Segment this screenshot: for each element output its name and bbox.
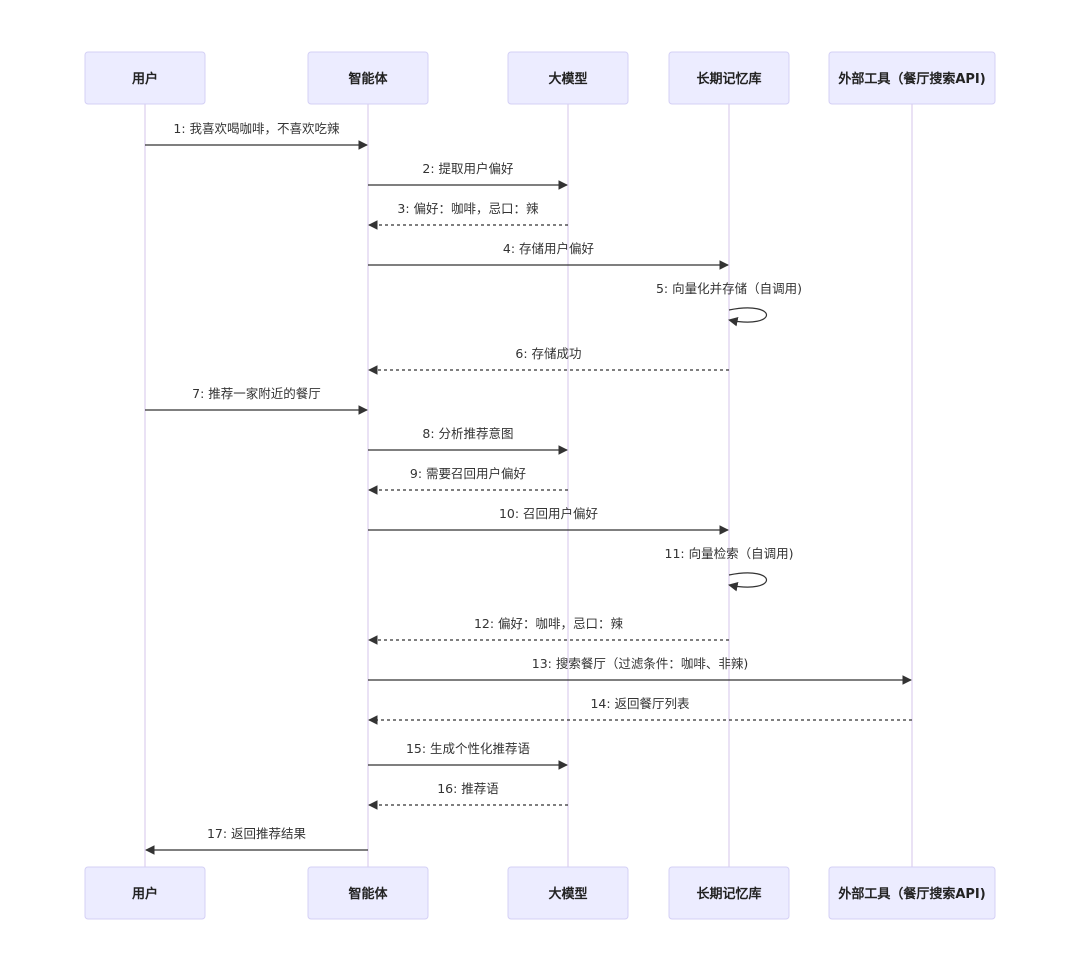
message-label: 16: 推荐语 (437, 781, 499, 796)
message-11: 11: 向量检索（自调用) (665, 546, 794, 592)
message-9: 9: 需要召回用户偏好 (368, 466, 568, 495)
actor-label: 外部工具（餐厅搜索API) (837, 71, 985, 87)
message-label: 14: 返回餐厅列表 (590, 696, 690, 711)
message-8: 8: 分析推荐意图 (368, 426, 568, 455)
message-14: 14: 返回餐厅列表 (368, 696, 912, 725)
actor-agent-top: 智能体 (307, 51, 429, 105)
message-13: 13: 搜索餐厅（过滤条件：咖啡、非辣) (368, 656, 912, 685)
message-3: 3: 偏好：咖啡，忌口：辣 (368, 201, 568, 230)
actor-user-top: 用户 (84, 51, 206, 105)
message-label: 8: 分析推荐意图 (422, 426, 513, 441)
message-label: 4: 存储用户偏好 (503, 241, 594, 256)
message-16: 16: 推荐语 (368, 781, 568, 810)
message-label: 9: 需要召回用户偏好 (410, 466, 526, 481)
message-label: 3: 偏好：咖啡，忌口：辣 (397, 201, 539, 216)
message-5: 5: 向量化并存储（自调用) (656, 281, 802, 327)
message-15: 15: 生成个性化推荐语 (368, 741, 568, 770)
message-10: 10: 召回用户偏好 (368, 506, 729, 535)
actor-box (84, 51, 206, 105)
message-label: 17: 返回推荐结果 (207, 826, 307, 841)
actor-box (828, 866, 996, 920)
actor-label: 用户 (131, 886, 158, 902)
actor-label: 智能体 (348, 886, 388, 902)
message-6: 6: 存储成功 (368, 346, 729, 375)
self-call-arrow (728, 572, 768, 592)
actor-label: 智能体 (348, 71, 388, 87)
actor-tool-top: 外部工具（餐厅搜索API) (828, 51, 996, 105)
actor-agent-bottom: 智能体 (307, 866, 429, 920)
actor-box (668, 866, 790, 920)
actor-label: 外部工具（餐厅搜索API) (837, 886, 985, 902)
message-label: 15: 生成个性化推荐语 (406, 741, 530, 756)
actor-label: 大模型 (548, 71, 587, 87)
message-2: 2: 提取用户偏好 (368, 161, 568, 190)
message-label: 11: 向量检索（自调用) (665, 546, 794, 561)
actor-box (84, 866, 206, 920)
message-12: 12: 偏好：咖啡，忌口：辣 (368, 616, 729, 645)
message-label: 5: 向量化并存储（自调用) (656, 281, 802, 296)
actor-llm-bottom: 大模型 (507, 866, 629, 920)
message-label: 12: 偏好：咖啡，忌口：辣 (474, 616, 624, 631)
message-4: 4: 存储用户偏好 (368, 241, 729, 270)
actor-box (507, 866, 629, 920)
actor-box (828, 51, 996, 105)
message-17: 17: 返回推荐结果 (145, 826, 368, 855)
actor-tool-bottom: 外部工具（餐厅搜索API) (828, 866, 996, 920)
actor-memory-bottom: 长期记忆库 (668, 866, 790, 920)
actor-box (307, 51, 429, 105)
message-label: 6: 存储成功 (515, 346, 581, 361)
message-label: 10: 召回用户偏好 (499, 506, 598, 521)
message-label: 2: 提取用户偏好 (422, 161, 513, 176)
actor-label: 长期记忆库 (696, 886, 761, 902)
message-7: 7: 推荐一家附近的餐厅 (145, 386, 368, 415)
self-call-arrow (728, 307, 768, 327)
message-1: 1: 我喜欢喝咖啡，不喜欢吃辣 (145, 121, 368, 150)
actor-box (307, 866, 429, 920)
actor-label: 长期记忆库 (696, 71, 761, 87)
actor-user-bottom: 用户 (84, 866, 206, 920)
actor-box (668, 51, 790, 105)
actor-llm-top: 大模型 (507, 51, 629, 105)
message-label: 7: 推荐一家附近的餐厅 (192, 386, 321, 401)
message-label: 1: 我喜欢喝咖啡，不喜欢吃辣 (173, 121, 340, 136)
message-label: 13: 搜索餐厅（过滤条件：咖啡、非辣) (532, 656, 748, 671)
actor-label: 用户 (131, 71, 158, 87)
actor-label: 大模型 (548, 886, 587, 902)
actor-memory-top: 长期记忆库 (668, 51, 790, 105)
actor-box (507, 51, 629, 105)
